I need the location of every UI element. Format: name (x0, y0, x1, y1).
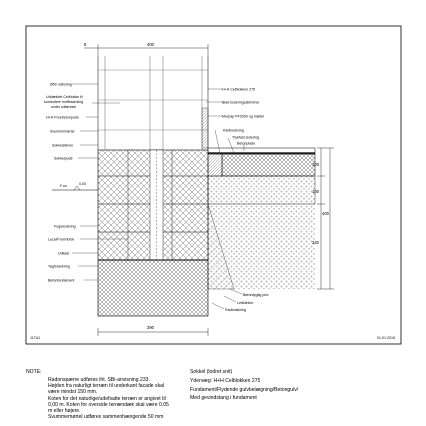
label-trykfast: Trykfast isolering (232, 135, 259, 139)
label-udboring: Ø50 udboring (50, 82, 72, 86)
notes-items: Radonspærre udføres iht. SBi-anvisning 2… (48, 377, 190, 420)
right-labels: H+H Celblokken 275 Blød isoleringsstrimm… (206, 87, 268, 312)
insulation-strip (201, 107, 209, 149)
level-value: 0,00 (79, 182, 86, 186)
top-dimension: 400 8 (84, 42, 209, 56)
svg-text:240: 240 (312, 240, 320, 245)
label-kantisolering: Kantisolering (223, 128, 244, 132)
label-sokkelpuds: Sokkelpuds (54, 156, 73, 160)
label-lecal: Lecal® termblok (48, 237, 74, 241)
label-radonsikring: Radonsikring (225, 308, 246, 312)
label-celblokke-1: Uddækket Celblokke til (46, 95, 83, 99)
notes-block: NOTE: Radonspærre udføres iht. SBi-anvis… (26, 369, 416, 425)
label-betonfundament: Betonfundament (48, 278, 74, 282)
note-line: Koten for det naturlige/udefsatte terræn… (48, 395, 166, 402)
right-dimensions: 100 100 240 400 (312, 147, 334, 290)
label-celblokke-2: kontrollere muffesamling (44, 100, 83, 104)
drawing-frame (25, 25, 402, 345)
label-svummemortel: Svummemørtel (50, 129, 75, 133)
foundation-blocks (97, 149, 209, 261)
concrete-footing (97, 259, 209, 317)
foundation-spec: Fundament/Flydende gulvbelægning/Betongu… (190, 386, 299, 393)
note-line: Højden fra naturligt terræn til underkan… (48, 383, 165, 390)
drawing-code: J1TA1 (30, 336, 40, 340)
label-celblokke-3: under udførelse (51, 105, 76, 109)
notes-heading: NOTE: (26, 369, 42, 375)
svg-text:390: 390 (147, 325, 155, 330)
note-line: være mindst 150 mm. (48, 389, 98, 396)
label-celblokken: H+H Celblokken 275 (222, 87, 255, 91)
anchor-spec: Med gevindstang i fundament (190, 395, 257, 402)
notes-right: Sokkel (lodret snit) Ydervæg: H+H Celblo… (190, 369, 360, 404)
drawing-date: 01.01.2015 (377, 336, 395, 340)
label-tagforankring: Tagforankring (48, 264, 70, 268)
level-marker (73, 185, 81, 191)
left-labels: Ø50 udboring Uddækket Celblokke til kont… (44, 82, 128, 282)
svg-text:8: 8 (84, 42, 87, 47)
level-label: F.nu (60, 184, 67, 188)
wall-spec: Ydervæg: H+H Celblokken 275 (190, 377, 261, 384)
note-line: 0,00 m. Koten for overside terrændæk ska… (48, 401, 169, 408)
note-line: Svummemørtel udføres sammenhængende 50 m… (48, 414, 164, 421)
label-isoleringsstrimmel: Blød isoleringsstrimmel (222, 100, 259, 104)
label-lettklinker: Lettklinker (237, 301, 254, 305)
svg-text:100: 100 (312, 189, 320, 194)
svg-text:400: 400 (322, 211, 330, 216)
label-fugeisolering: Fugeisolering (54, 224, 76, 228)
label-udkast: Udkast (58, 251, 69, 255)
label-baeredygtig: Bæredygtig jord (243, 293, 268, 297)
svg-text:400: 400 (147, 42, 155, 47)
label-betonplade: Betonplade (237, 141, 255, 145)
bottom-dimension: 390 (97, 325, 209, 336)
label-sokkelskinne: Sokkelskinne (52, 143, 73, 147)
note-line: m eller højere. (48, 408, 81, 415)
note-line: Radonspærre udføres iht. SBi-anvisning 2… (48, 377, 150, 383)
floor-construction (207, 147, 316, 205)
label-porebetonpuds: H+H Porebetonpuds (46, 115, 79, 119)
label-murpap: Murpap PF2000 og mørtel (222, 114, 264, 118)
section-title: Sokkel (lodret snit) (190, 369, 233, 375)
svg-text:100: 100 (312, 162, 320, 167)
